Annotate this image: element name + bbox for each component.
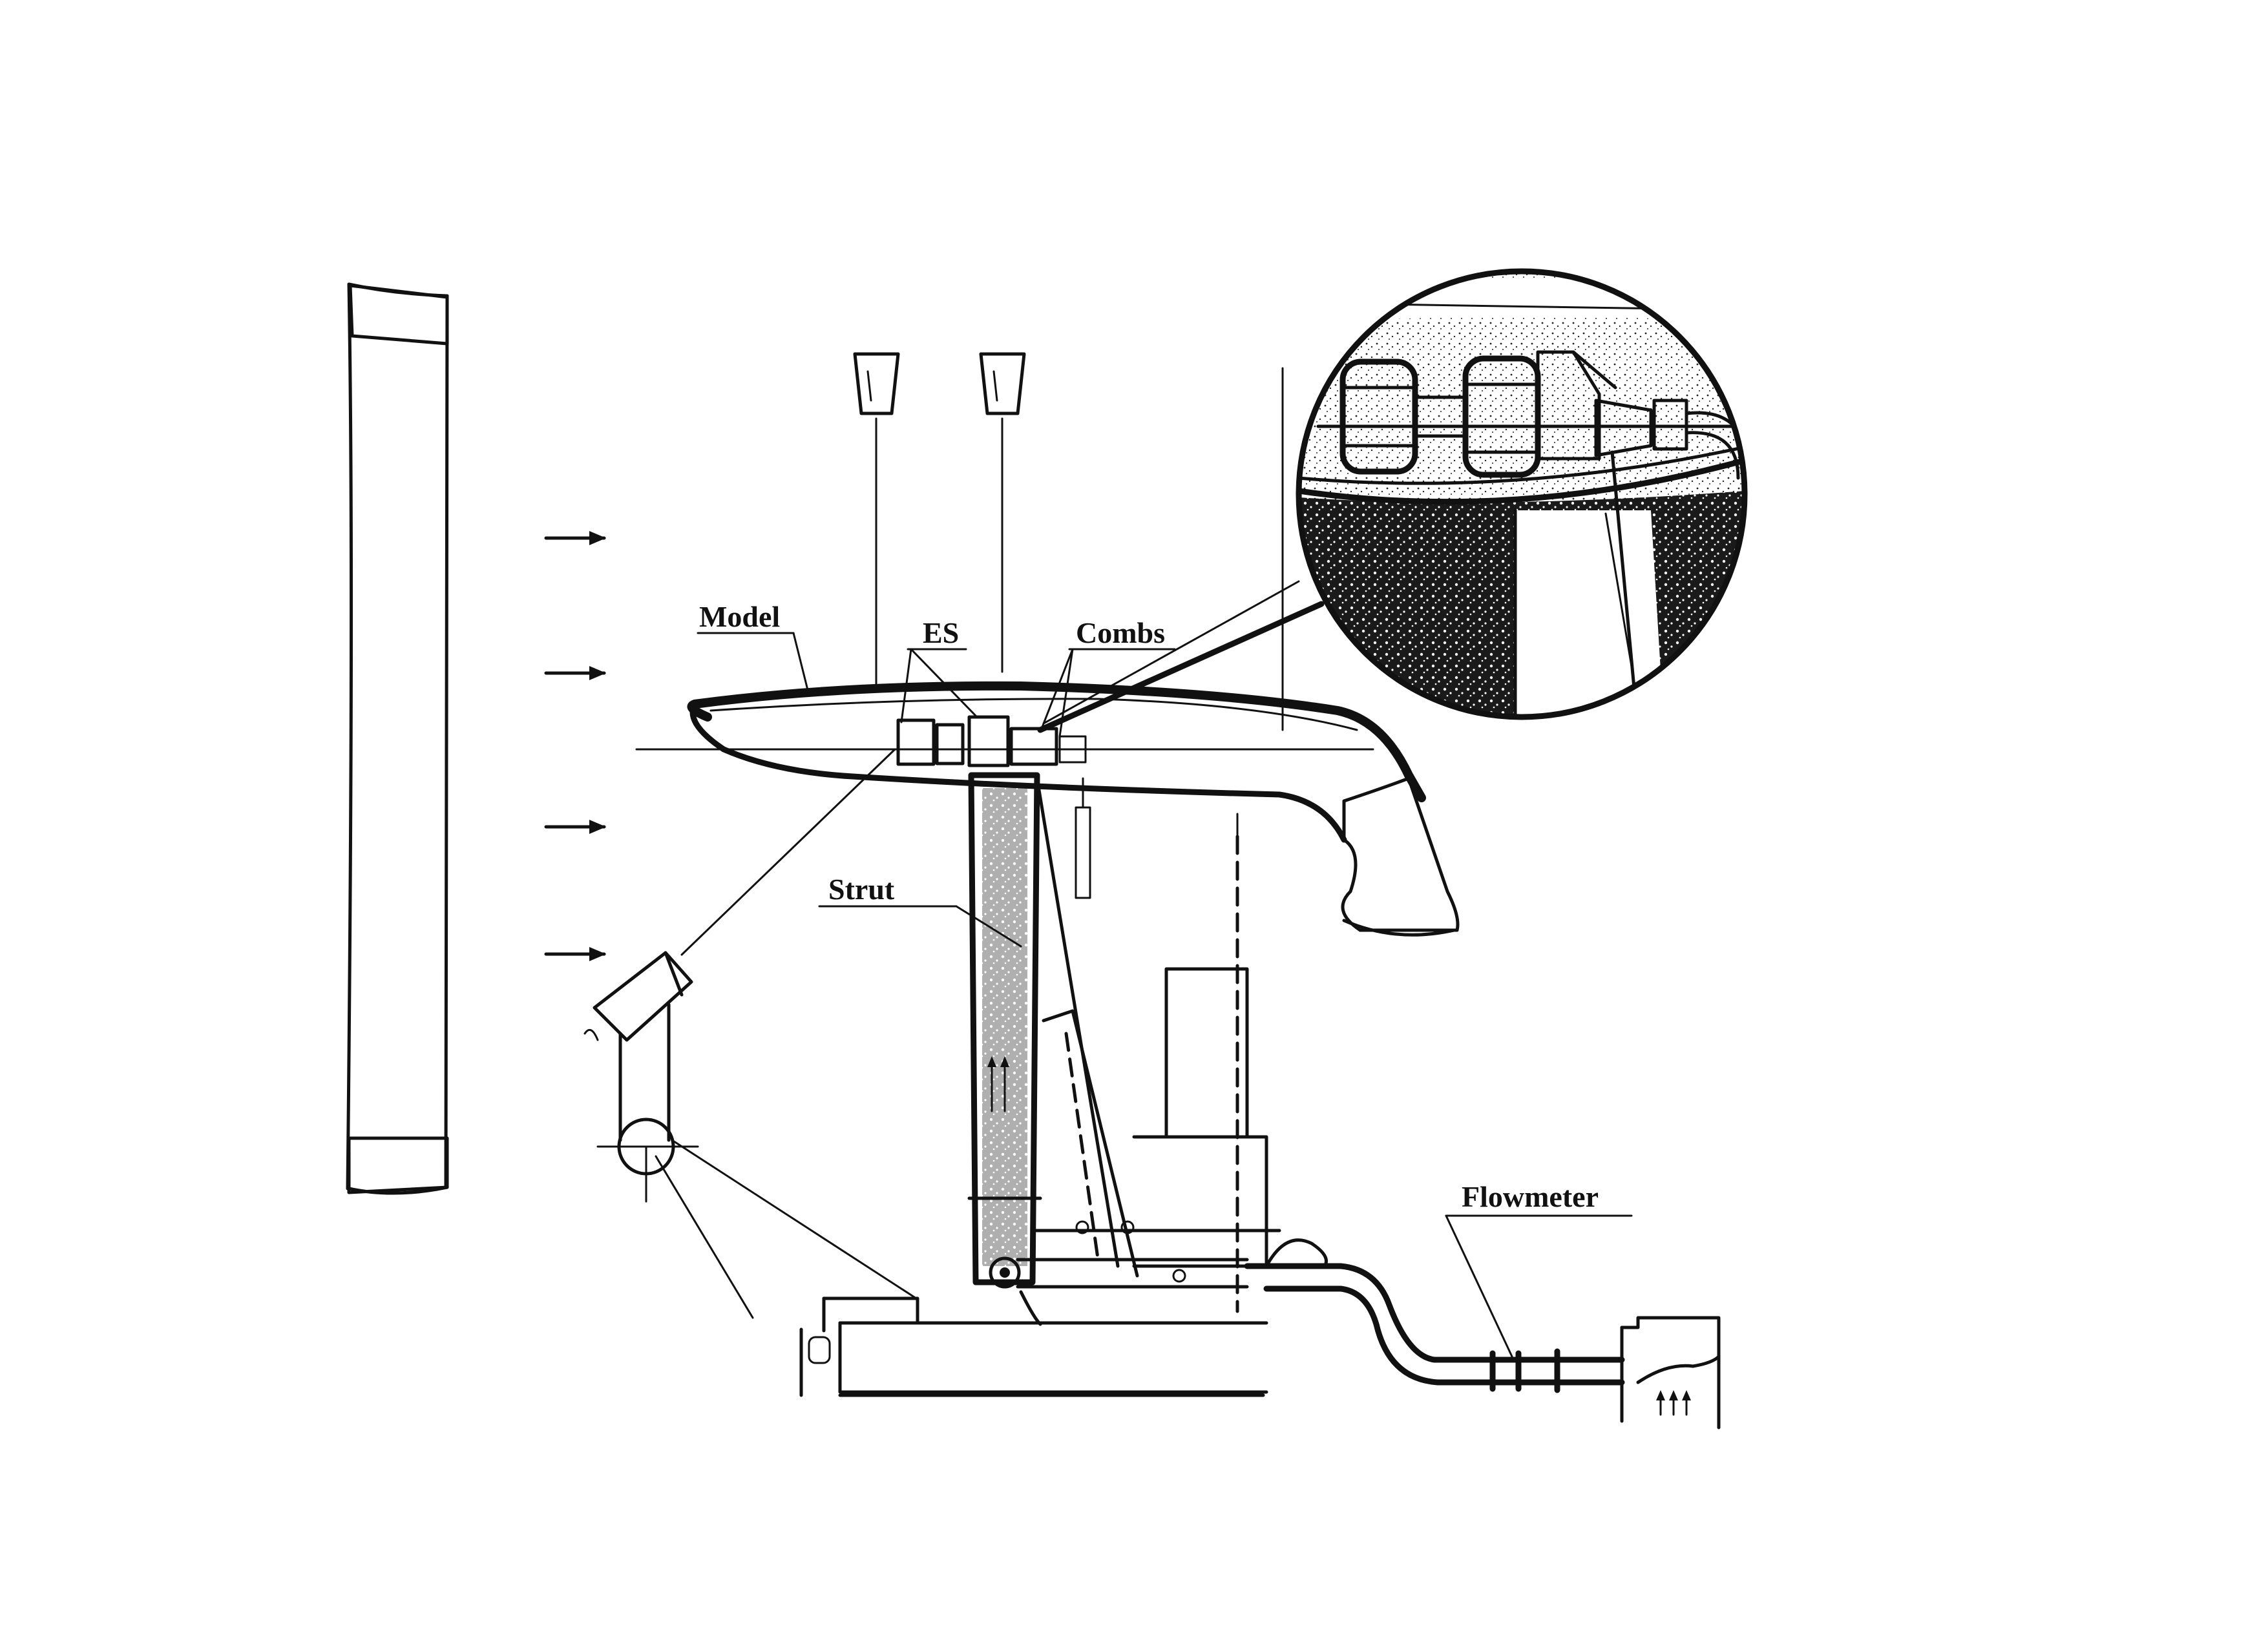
optical-probe xyxy=(583,748,916,1319)
outlet-arrows xyxy=(1656,1390,1691,1416)
flow-arrow-3 xyxy=(544,820,606,834)
model-label: Model xyxy=(699,600,780,633)
label-es: ES xyxy=(900,616,977,723)
flow-arrow-4 xyxy=(544,947,606,961)
suspension-wires xyxy=(853,352,1284,731)
combs-label: Combs xyxy=(1076,616,1165,649)
flow-arrow-1 xyxy=(544,531,606,545)
tunnel-nozzle-wall xyxy=(346,282,449,1195)
label-combs: Combs xyxy=(1040,616,1176,738)
es-label: ES xyxy=(923,616,959,649)
flow-arrow-2 xyxy=(544,666,606,680)
flow-pipe xyxy=(1244,1238,1721,1430)
support-tower xyxy=(1064,813,1268,1313)
flowmeter-label: Flowmeter xyxy=(1462,1180,1599,1213)
magnified-detail-view xyxy=(1037,268,1748,733)
flow-direction-arrows xyxy=(544,531,606,961)
model-body xyxy=(635,681,1460,937)
strut-linkage xyxy=(989,1220,1281,1326)
label-model: Model xyxy=(697,600,809,691)
model-internal-components xyxy=(896,715,1091,899)
label-strut: Strut xyxy=(818,873,1022,948)
base-platform xyxy=(799,1296,1268,1397)
strut-label: Strut xyxy=(828,873,895,906)
label-flowmeter: Flowmeter xyxy=(1445,1180,1633,1358)
strut xyxy=(967,772,1139,1285)
